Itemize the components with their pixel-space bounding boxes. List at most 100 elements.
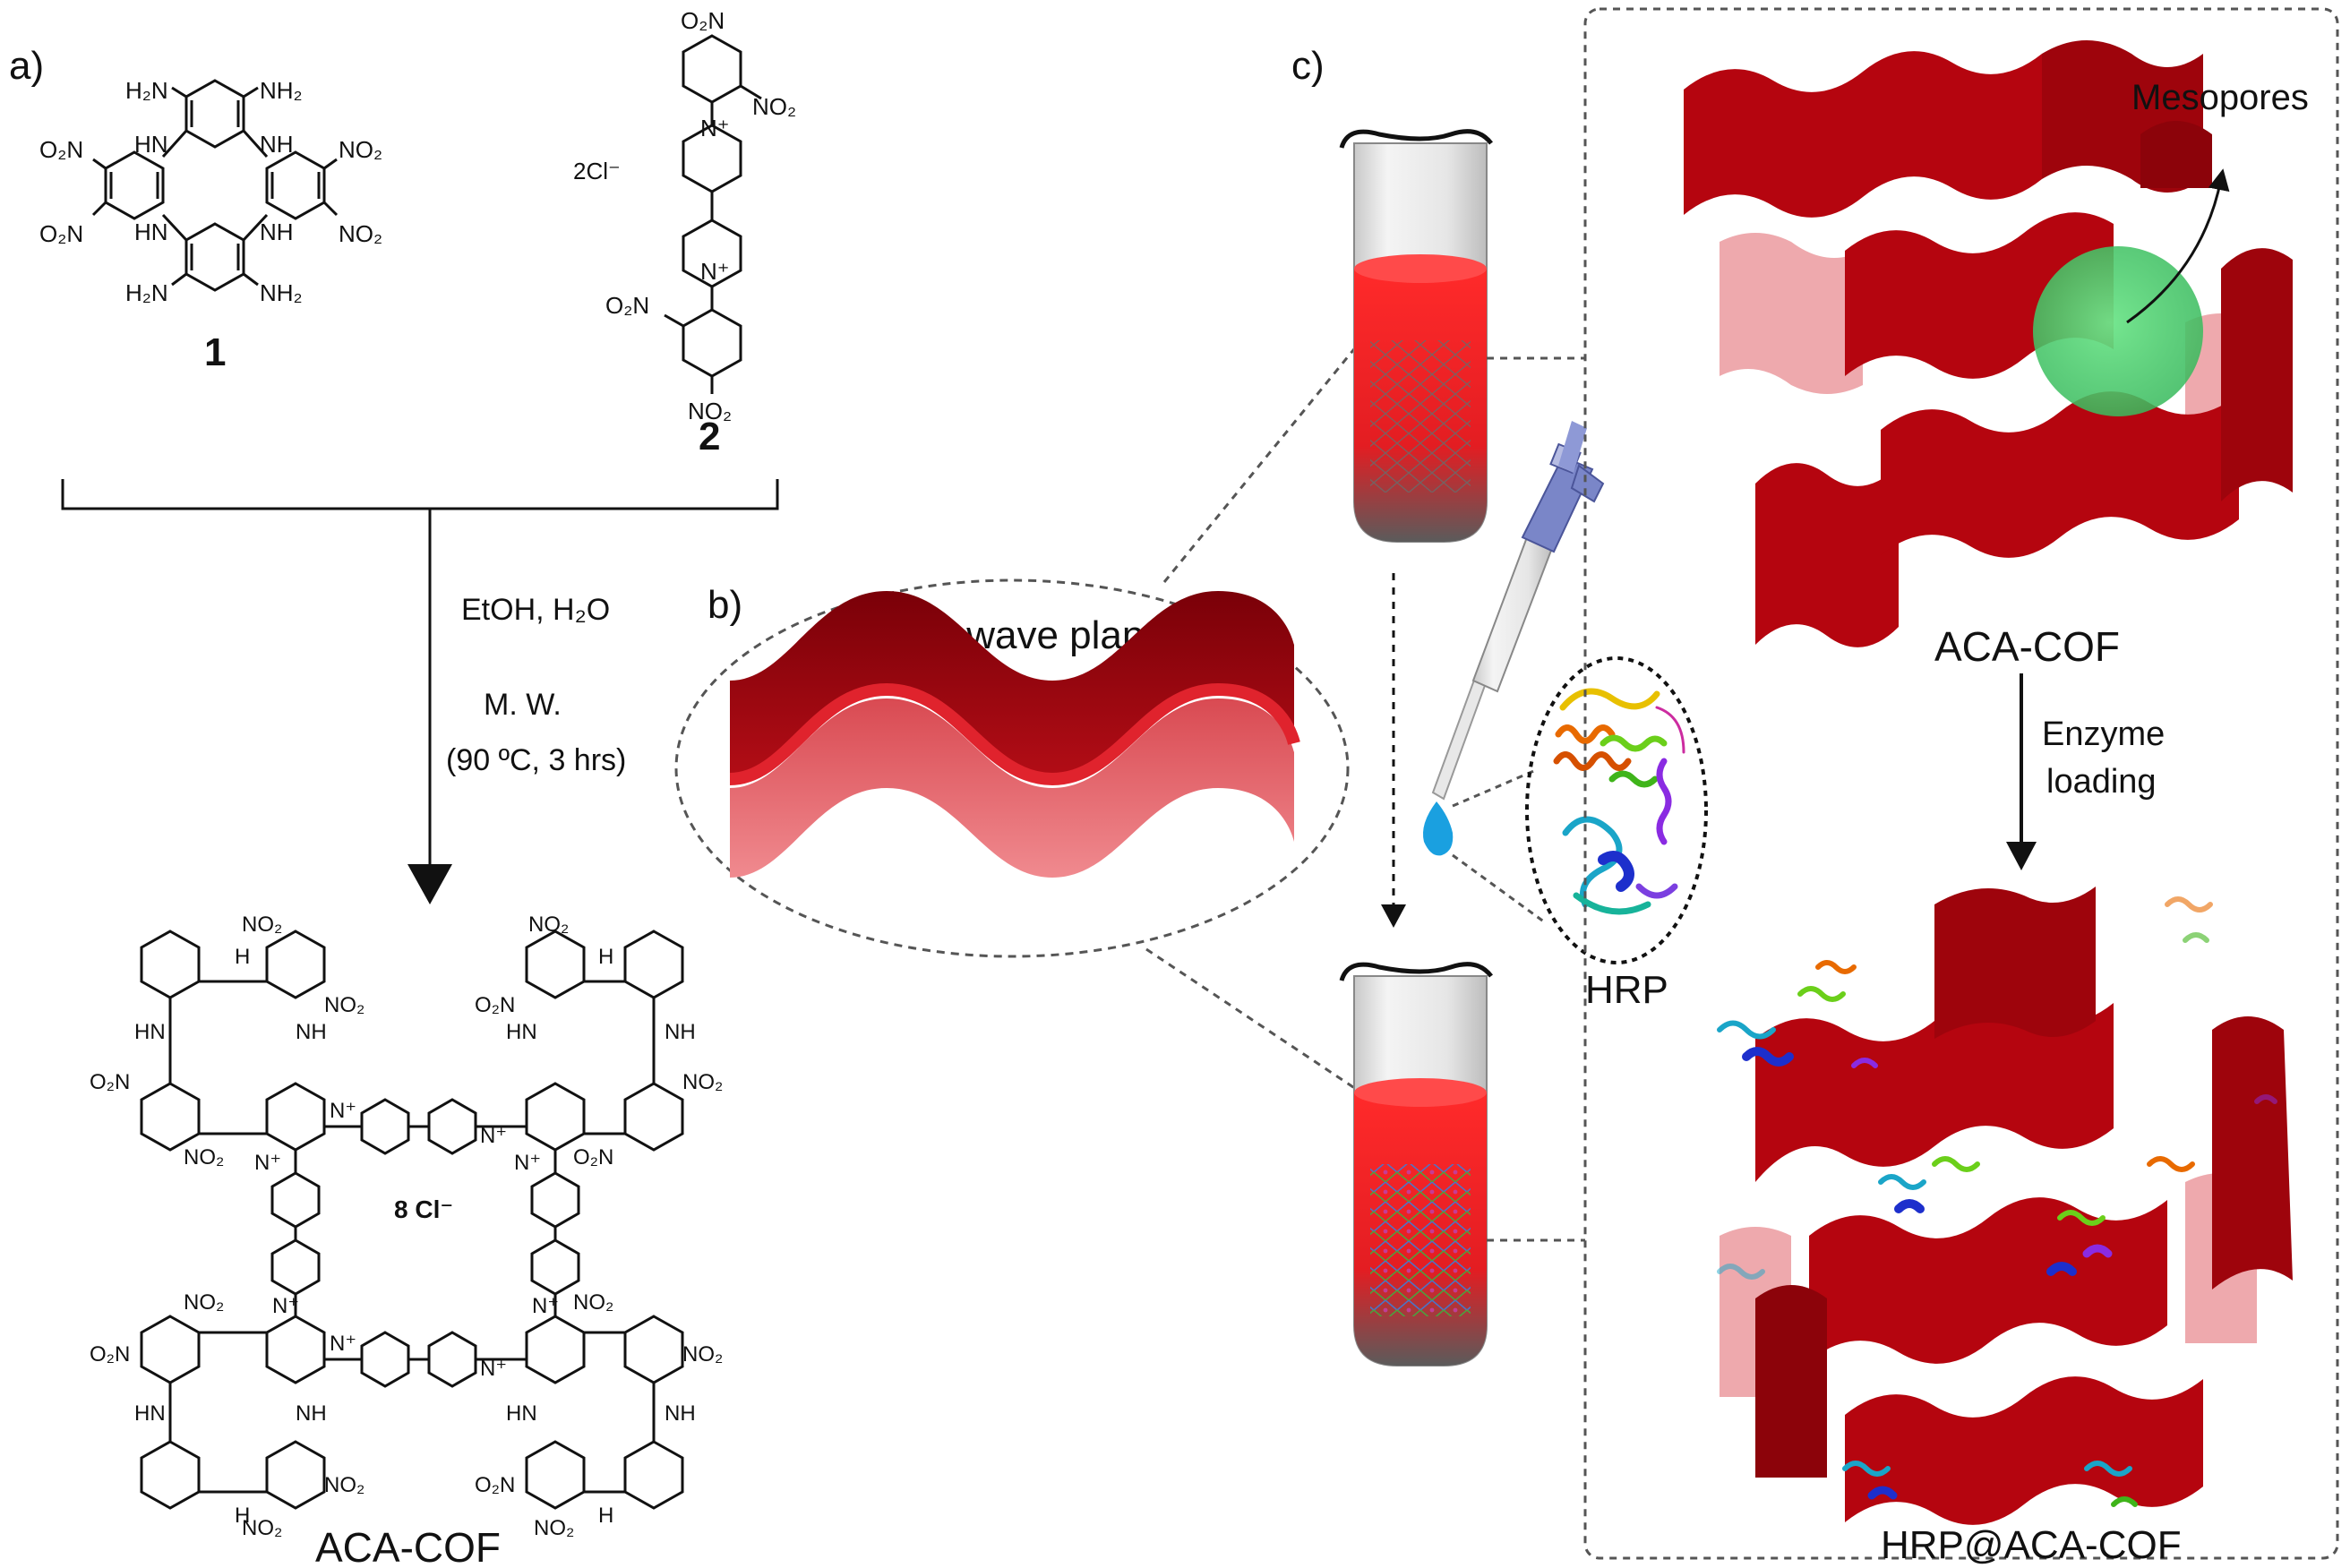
cof-no2-9: NO₂: [324, 1473, 365, 1497]
compound-1-number: 1: [204, 330, 226, 374]
cof-no2-5: NO₂: [184, 1145, 224, 1170]
c1-no2-1: O₂N: [39, 136, 83, 163]
c2-no2-top2: NO₂: [752, 93, 796, 120]
hrp-label: HRP: [1585, 968, 1668, 1012]
hrp-aca-cof-model: [1717, 887, 2293, 1525]
test-tube-bottom: [1339, 962, 1493, 1367]
hrp-aca-cof-label: HRP@ACA-COF: [1881, 1523, 2182, 1567]
c1-nh2-bl: H₂N: [125, 279, 168, 306]
cof-no2-6: NO₂: [184, 1290, 224, 1315]
cof-nplus-6: N⁺: [532, 1294, 559, 1318]
mesopores-label: Mesopores: [2131, 78, 2309, 117]
reaction-arrowhead: [407, 864, 452, 904]
panel-a: a) H₂N NH₂ HN NH: [9, 7, 796, 1568]
cof-o2n-2: O₂N: [90, 1070, 130, 1094]
cof-o2n-4: O₂N: [90, 1342, 130, 1367]
cof-no2-11: NO₂: [534, 1516, 574, 1540]
cof-hn-1: HN: [134, 1020, 166, 1044]
cof-nplus-5: N⁺: [272, 1294, 299, 1318]
condition-solvent: EtOH, H₂O: [461, 593, 610, 627]
cof-nh-2: NH: [665, 1020, 696, 1044]
c1-nh-tr: NH: [260, 131, 294, 158]
zoom-line-top: [1162, 339, 1363, 583]
cof-nplus-4: N⁺: [514, 1151, 541, 1175]
panel-b: b) Stacked wave planes: [674, 339, 1363, 1094]
compound-2-structure: [664, 34, 762, 394]
cof-structure: [140, 930, 684, 1510]
panel-b-label: b): [708, 583, 742, 627]
c1-hn-bl: HN: [134, 218, 168, 245]
reaction-bracket: [61, 479, 779, 510]
c2-no2-top: O₂N: [681, 7, 725, 34]
compound-2-number: 2: [699, 415, 720, 458]
c2-no2-bot2: NO₂: [688, 398, 732, 424]
c1-nh2-tl: H₂N: [125, 77, 168, 104]
hrp-zoom-line-2: [1452, 853, 1546, 924]
cof-h-4: H: [598, 1504, 613, 1528]
aca-cof-model: [1684, 40, 2293, 647]
cof-no2-8: NO₂: [682, 1342, 723, 1367]
cof-hn-2: HN: [506, 1020, 537, 1044]
c1-nh-br: NH: [260, 218, 294, 245]
condition-method: M. W.: [484, 688, 562, 722]
panel-c-label: c): [1291, 44, 1325, 88]
cof-nh-1: NH: [296, 1020, 327, 1044]
cof-nplus-7: N⁺: [330, 1332, 356, 1356]
cof-nplus-2: N⁺: [480, 1124, 507, 1148]
cof-no2-2: NO₂: [324, 993, 365, 1017]
c1-no2-3: O₂N: [39, 220, 83, 247]
cof-hn-3: HN: [134, 1401, 166, 1426]
pipette-icon: [1431, 421, 1605, 801]
c1-nh2-br: NH₂: [260, 279, 303, 306]
c2-no2-bot: O₂N: [605, 292, 649, 319]
hrp-zoom-ellipse: [1525, 656, 1708, 964]
cof-no2-1: NO₂: [242, 913, 282, 937]
drop-icon: [1422, 801, 1454, 856]
c1-no2-2: NO₂: [339, 136, 382, 163]
cof-nh-4: NH: [665, 1401, 696, 1426]
panel-a-label: a): [9, 44, 44, 88]
process-arrowhead: [1381, 904, 1406, 928]
cof-no2-10: NO₂: [242, 1516, 282, 1540]
cof-chloride: 8 Cl⁻: [394, 1195, 453, 1223]
cof-label: ACA-COF: [315, 1524, 501, 1568]
cof-no2-4: NO₂: [682, 1070, 723, 1094]
cof-nplus-3: N⁺: [254, 1151, 281, 1175]
c2-counterion: 2Cl⁻: [573, 158, 621, 184]
aca-cof-label: ACA-COF: [1934, 623, 2120, 670]
enzyme-loading-arrowhead: [2006, 842, 2037, 870]
panel-c: c): [1291, 7, 2339, 1567]
cof-no2-3: NO₂: [528, 913, 569, 937]
c1-nh2-tr: NH₂: [260, 77, 303, 104]
zoom-line-bottom: [1145, 947, 1362, 1094]
cof-nplus-8: N⁺: [480, 1357, 507, 1381]
condition-temp: (90 ºC, 3 hrs): [446, 743, 626, 777]
c2-nplus-top: N⁺: [700, 115, 730, 141]
cof-o2n-3: O₂N: [573, 1145, 613, 1170]
wave-plane-lower: [730, 698, 1294, 878]
compound-1-structure: [91, 79, 339, 292]
mesopore-marker: [2033, 246, 2203, 416]
wave-plane-edge: [729, 682, 1300, 786]
cof-zoom-box: [1583, 7, 2339, 1560]
hrp-zoom-line-1: [1452, 768, 1537, 808]
cof-nh-3: NH: [296, 1401, 327, 1426]
cof-h-2: H: [598, 945, 613, 969]
hrp-enzyme-icon: [1553, 688, 1685, 915]
wave-zoom-ellipse: [674, 578, 1350, 958]
cof-no2-7: NO₂: [573, 1290, 613, 1315]
cof-o2n-1: O₂N: [475, 993, 515, 1017]
cof-nplus-1: N⁺: [330, 1099, 356, 1123]
cof-h-3: H: [235, 1504, 250, 1528]
cof-h-1: H: [235, 945, 250, 969]
c1-hn-tl: HN: [134, 131, 168, 158]
enzyme-loading-text-1: Enzyme: [2042, 715, 2165, 753]
mesopore-arrow: [2126, 168, 2230, 324]
wave-plane-upper: [730, 591, 1294, 779]
cof-hn-4: HN: [506, 1401, 537, 1426]
enzyme-loading-text-2: loading: [2046, 763, 2157, 801]
test-tube-top: [1339, 129, 1493, 543]
c2-nplus-bot: N⁺: [700, 258, 730, 285]
c1-no2-4: NO₂: [339, 220, 382, 247]
